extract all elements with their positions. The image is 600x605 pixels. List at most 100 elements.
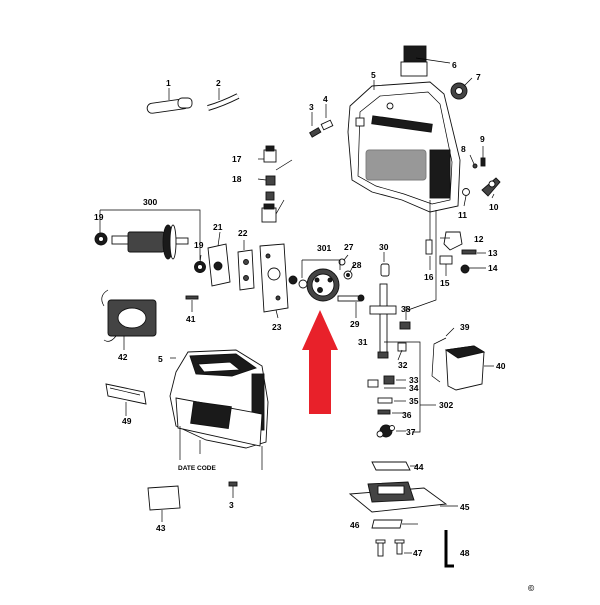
part-5-housing-half [347,81,461,213]
part-301-gear-assembly [288,268,340,302]
part-6-switch [400,45,428,77]
part-14-nut [460,264,470,274]
part-47-screws [375,539,405,557]
label-8: 8 [461,144,466,154]
label-300: 300 [143,197,157,207]
label-31: 31 [358,337,368,347]
label-4: 4 [323,94,328,104]
part-45-shoe [348,481,448,513]
label-302: 302 [439,400,453,410]
label-32: 32 [398,360,408,370]
part-8-pin [472,163,478,169]
label-21: 21 [213,222,223,232]
part-40-dust-cover [444,345,486,391]
label-13: 13 [488,248,498,258]
part-27-bushing [338,258,346,266]
label-34: 34 [409,383,419,393]
part-19-bearing-right [194,261,206,273]
label-16: 16 [424,272,434,282]
label-33: 33 [409,375,419,385]
part-11-washer [462,188,470,196]
label-43: 43 [156,523,166,533]
part-18-brush [265,175,276,186]
part-49-blade [105,383,147,405]
label-18: 18 [232,174,242,184]
part-36-spring-plate [377,409,391,415]
part-44-shoe-bracket [371,461,411,471]
label-10: 10 [489,202,499,212]
part-41-screw [185,295,199,300]
label-5-upper: 5 [371,70,376,80]
part-46-shoe-plate [371,519,403,529]
label-35: 35 [409,396,419,406]
part-3-screw-lower [228,481,238,487]
part-4-clip [320,119,334,131]
label-48: 48 [460,548,470,558]
part-13-screw [461,249,477,255]
label-5-lower: 5 [158,354,163,364]
label-47: 47 [413,548,423,558]
label-46: 46 [350,520,360,530]
leader-lines [99,57,495,554]
part-12-blade-clamp [443,231,463,251]
part-30-bushing [380,263,390,277]
part-16-pin [425,239,433,255]
part-300-armature [111,224,189,260]
part-48-hex-key [444,530,454,568]
label-37: 37 [406,427,416,437]
label-11: 11 [458,210,467,220]
label-2: 2 [216,78,221,88]
date-code-label: DATE CODE [178,465,216,472]
label-23: 23 [272,322,282,332]
label-40: 40 [496,361,506,371]
label-27: 27 [344,242,354,252]
part-43-nameplate [147,485,181,511]
label-14: 14 [488,263,498,273]
label-9: 9 [480,134,485,144]
label-6: 6 [452,60,457,70]
part-32-clamp-screw [397,342,407,352]
part-17-brush-holder [263,145,277,163]
part-38-roller [399,321,411,330]
label-41: 41 [186,314,196,324]
part-33-spring [383,375,395,385]
label-45: 45 [460,502,470,512]
part-28-washer [343,270,353,280]
part-7-speed-knob [450,82,468,100]
label-36: 36 [402,410,412,420]
label-1: 1 [166,78,171,88]
label-12: 12 [474,234,484,244]
part-42-field-coil [101,289,157,342]
part-9-screw [480,157,486,167]
label-22: 22 [238,228,248,238]
brush-holder-lower [261,191,277,223]
label-39: 39 [460,322,470,332]
part-15-support [439,255,453,265]
label-29: 29 [350,319,360,329]
label-19-left: 19 [94,212,104,222]
label-15: 15 [440,278,450,288]
part-1-cable-sleeve [146,97,193,114]
part-22-guide-plate [237,249,255,291]
label-7: 7 [476,72,481,82]
part-21-bearing-plate [207,243,231,287]
part-23-gear-housing [259,243,289,313]
part-39-wire-guard [431,337,447,383]
label-19-right: 19 [194,240,204,250]
label-3-upper: 3 [309,102,314,112]
label-30: 30 [379,242,389,252]
part-3-screw-upper [309,127,322,138]
label-38: 38 [401,304,411,314]
part-37-clamp [376,424,395,438]
highlight-arrow [302,310,338,414]
label-42: 42 [118,352,128,362]
label-28: 28 [352,260,362,270]
part-10-lever [481,177,501,197]
label-49: 49 [122,416,132,426]
copyright-symbol: © [528,583,535,593]
part-2-power-cord [207,93,240,111]
part-35-plate [377,397,393,404]
part-34-block [367,379,379,388]
part-29-shaft [337,294,365,302]
